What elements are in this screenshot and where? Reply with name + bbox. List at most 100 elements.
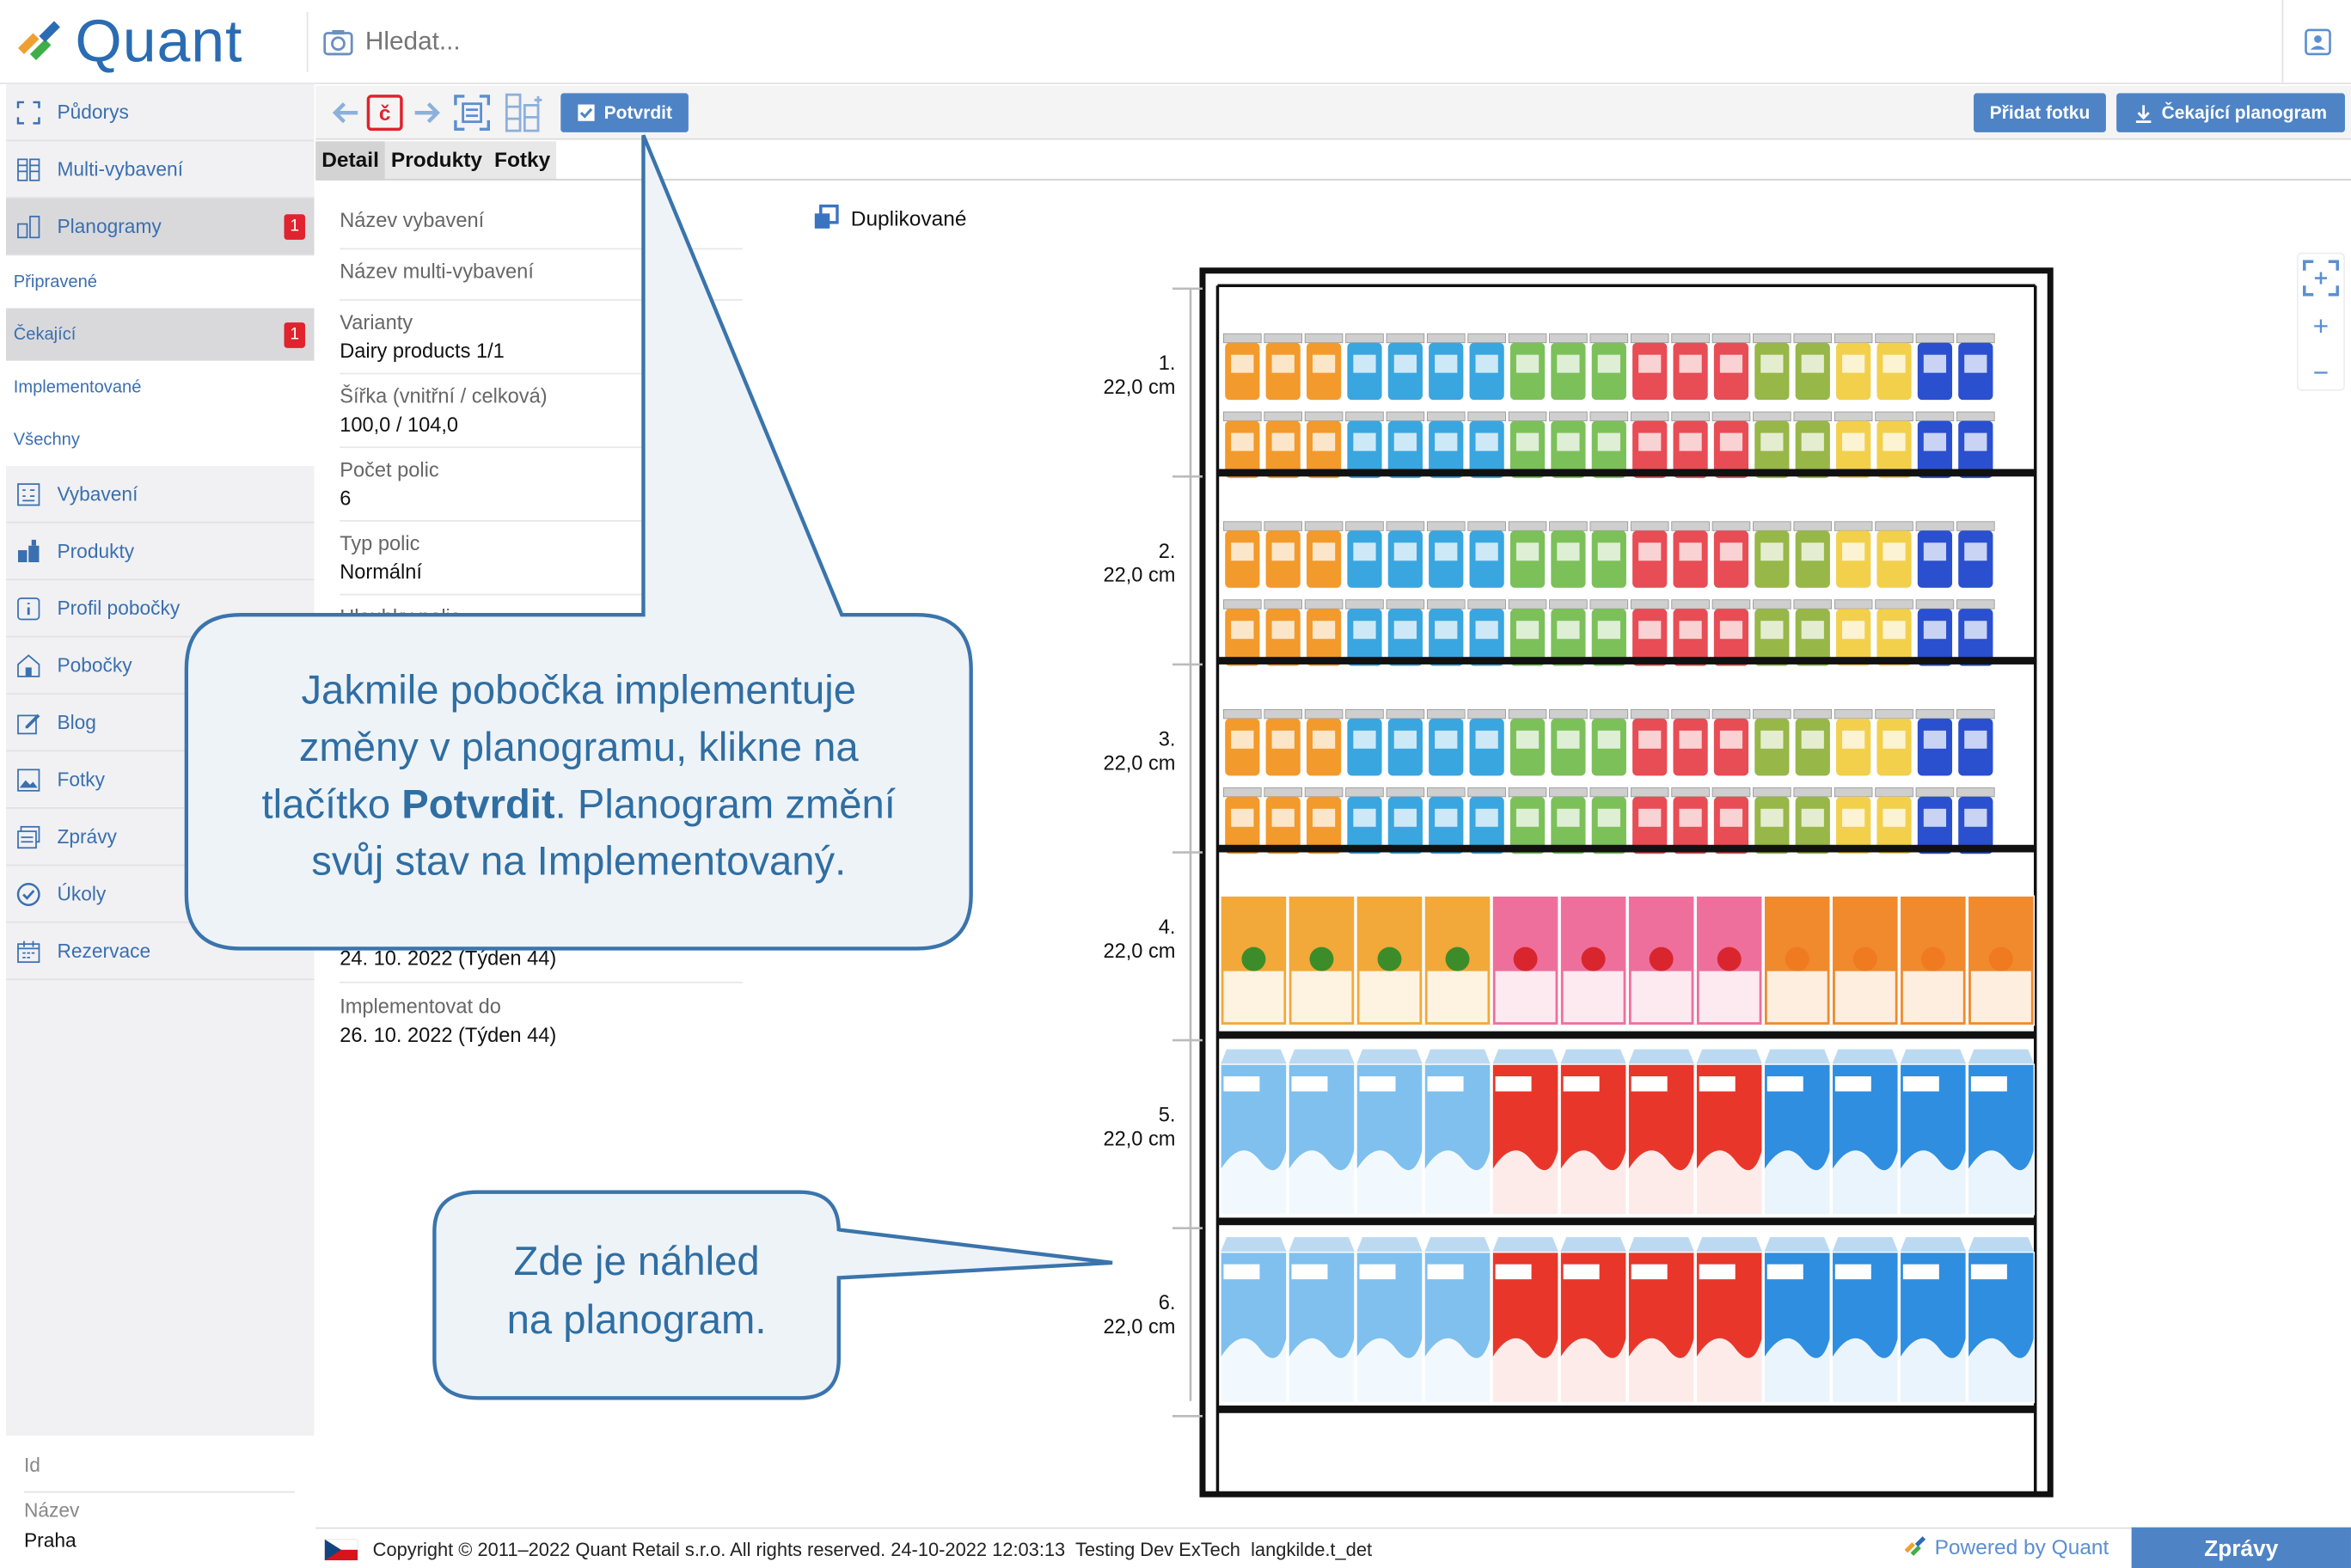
yogurt-lid [1304, 708, 1344, 720]
sidebar-item-label: Produkty [57, 539, 135, 563]
messages-icon [15, 823, 41, 849]
yogurt-lid [1549, 411, 1588, 422]
yogurt-label [1883, 432, 1906, 451]
detail-label: Typ polic [340, 532, 420, 555]
yogurt-lid [1223, 787, 1262, 798]
sidebar-item-rezervace[interactable]: Rezervace [5, 923, 315, 981]
sidebar-subitem-vsechny[interactable]: Všechny [5, 413, 315, 467]
add-photo-button[interactable]: Přidat fotku [1974, 93, 2106, 132]
forward-arrow-icon[interactable] [409, 95, 445, 131]
kefir-fruit [1513, 946, 1538, 971]
yogurt-lid [1426, 708, 1466, 720]
search-bar[interactable] [306, 11, 758, 72]
kefir-fruit [1581, 946, 1606, 971]
milk-brand-label [1291, 1076, 1328, 1092]
kefir-fruit [1241, 946, 1266, 971]
yogurt-lid [1508, 411, 1547, 422]
tab-detail[interactable]: Detail [315, 141, 385, 180]
kefir-fruit [1785, 946, 1809, 971]
sidebar-item-blog[interactable]: Blog [5, 695, 315, 752]
implement-until-value: 26. 10. 2022 (Týden 44) [340, 1023, 557, 1047]
czech-flag-icon[interactable] [324, 1538, 358, 1560]
confirm-button[interactable]: Potvrdit [560, 93, 689, 132]
yogurt-label [1231, 354, 1254, 373]
quant-logo[interactable]: Quant [15, 9, 242, 75]
milk-brand-label [1427, 1264, 1464, 1280]
messages-button[interactable]: Zprávy [2131, 1527, 2351, 1568]
waiting-planogram-button[interactable]: Čekající planogram [2116, 93, 2345, 132]
tab-fotky[interactable]: Fotky [493, 147, 551, 172]
kefir-label [1223, 971, 1284, 1023]
yogurt-lid [1956, 333, 1995, 344]
tab-produkty[interactable]: Produkty [390, 147, 483, 172]
multi-equipment-icon [15, 156, 41, 182]
shelf-label: 4.22,0 cm [1082, 916, 1175, 964]
sidebar-item-multi-vybaveni[interactable]: Multi-vybavení [5, 141, 315, 199]
detail-label: Varianty [340, 310, 413, 334]
sidebar-subitem-implementovane[interactable]: Implementované [5, 360, 315, 413]
powered-by-link[interactable]: Powered by Quant [1903, 1534, 2109, 1559]
milk-wave [1628, 1148, 1695, 1215]
shelf-height: 22,0 cm [1103, 751, 1176, 775]
yogurt-lid [1834, 599, 1873, 609]
milk-brand-label [1223, 1264, 1260, 1280]
yogurt-label [1515, 621, 1540, 640]
yogurt-label [1353, 542, 1376, 561]
milk-carton-top [1900, 1237, 1967, 1253]
sidebar-subitem-pripravene[interactable]: Připravené [5, 255, 315, 309]
yogurt-lid [1549, 708, 1588, 720]
detail-dates: 24. 10. 2022 (Týden 44) Implementovat do… [340, 947, 743, 1046]
yogurt-label [1842, 621, 1865, 640]
callout-bold-text: Potvrdit [401, 781, 555, 827]
milk-wave [1764, 1148, 1831, 1215]
milk-carton-top [1356, 1237, 1423, 1253]
yogurt-lid [1426, 521, 1466, 531]
milk-carton-top [1288, 1237, 1355, 1253]
camera-icon[interactable] [323, 28, 353, 56]
sidebar-item-planogramy[interactable]: Planogramy 1 [5, 198, 315, 256]
sidebar-item-label: Fotky [57, 768, 106, 791]
shelf-layout-icon[interactable] [505, 93, 548, 132]
milk-wave [1764, 1336, 1831, 1403]
yogurt-lid [1671, 787, 1710, 798]
yogurt-label [1964, 542, 1987, 561]
shelf-label: 2.22,0 cm [1082, 540, 1175, 588]
yogurt-label [1597, 808, 1620, 827]
kefir-label [1766, 971, 1828, 1023]
yogurt-label [1842, 542, 1865, 561]
detail-panel: Název vybavení Název multi-vybavení Vari… [340, 199, 743, 645]
zoom-in-icon[interactable]: + [2312, 310, 2330, 341]
milk-carton-top [1356, 1049, 1423, 1065]
sidebar-item-profil-pobocky[interactable]: Profil pobočky [5, 580, 315, 638]
milk-brand-label [1563, 1264, 1600, 1280]
zoom-out-icon[interactable]: − [2312, 358, 2330, 389]
sidebar-item-ukoly[interactable]: Úkoly [5, 866, 315, 923]
sidebar-item-produkty[interactable]: Produkty [5, 524, 315, 580]
kefir-label [1970, 971, 2031, 1023]
yogurt-label [1801, 354, 1824, 373]
back-arrow-icon[interactable] [328, 95, 364, 131]
yogurt-lid [1264, 787, 1302, 798]
planogram-preview[interactable] [1172, 265, 2074, 1512]
sidebar-item-pudorys[interactable]: Půdorys [5, 84, 315, 142]
milk-carton-top [1628, 1237, 1695, 1253]
cz-language-button[interactable]: č [366, 95, 403, 132]
user-profile-button[interactable] [2281, 0, 2351, 84]
tasks-icon [15, 880, 41, 907]
yogurt-lid [1467, 411, 1506, 422]
milk-wave [1560, 1148, 1627, 1215]
sidebar-item-fotky[interactable]: Fotky [5, 751, 315, 809]
yogurt-lid [1793, 521, 1833, 531]
sidebar-item-vybaveni[interactable]: Vybavení [5, 466, 315, 524]
milk-wave [1628, 1336, 1695, 1403]
milk-brand-label [1223, 1076, 1260, 1092]
yogurt-label [1435, 354, 1458, 373]
fit-view-icon[interactable] [454, 95, 491, 132]
search-input[interactable] [364, 27, 742, 58]
sidebar-item-zpravy[interactable]: Zprávy [5, 809, 315, 867]
fit-screen-icon[interactable] [2303, 260, 2339, 297]
duplicate-indicator[interactable]: Duplikované [813, 204, 967, 230]
sidebar-item-pobocky[interactable]: Pobočky [5, 637, 315, 695]
yogurt-lid [1875, 787, 1913, 798]
